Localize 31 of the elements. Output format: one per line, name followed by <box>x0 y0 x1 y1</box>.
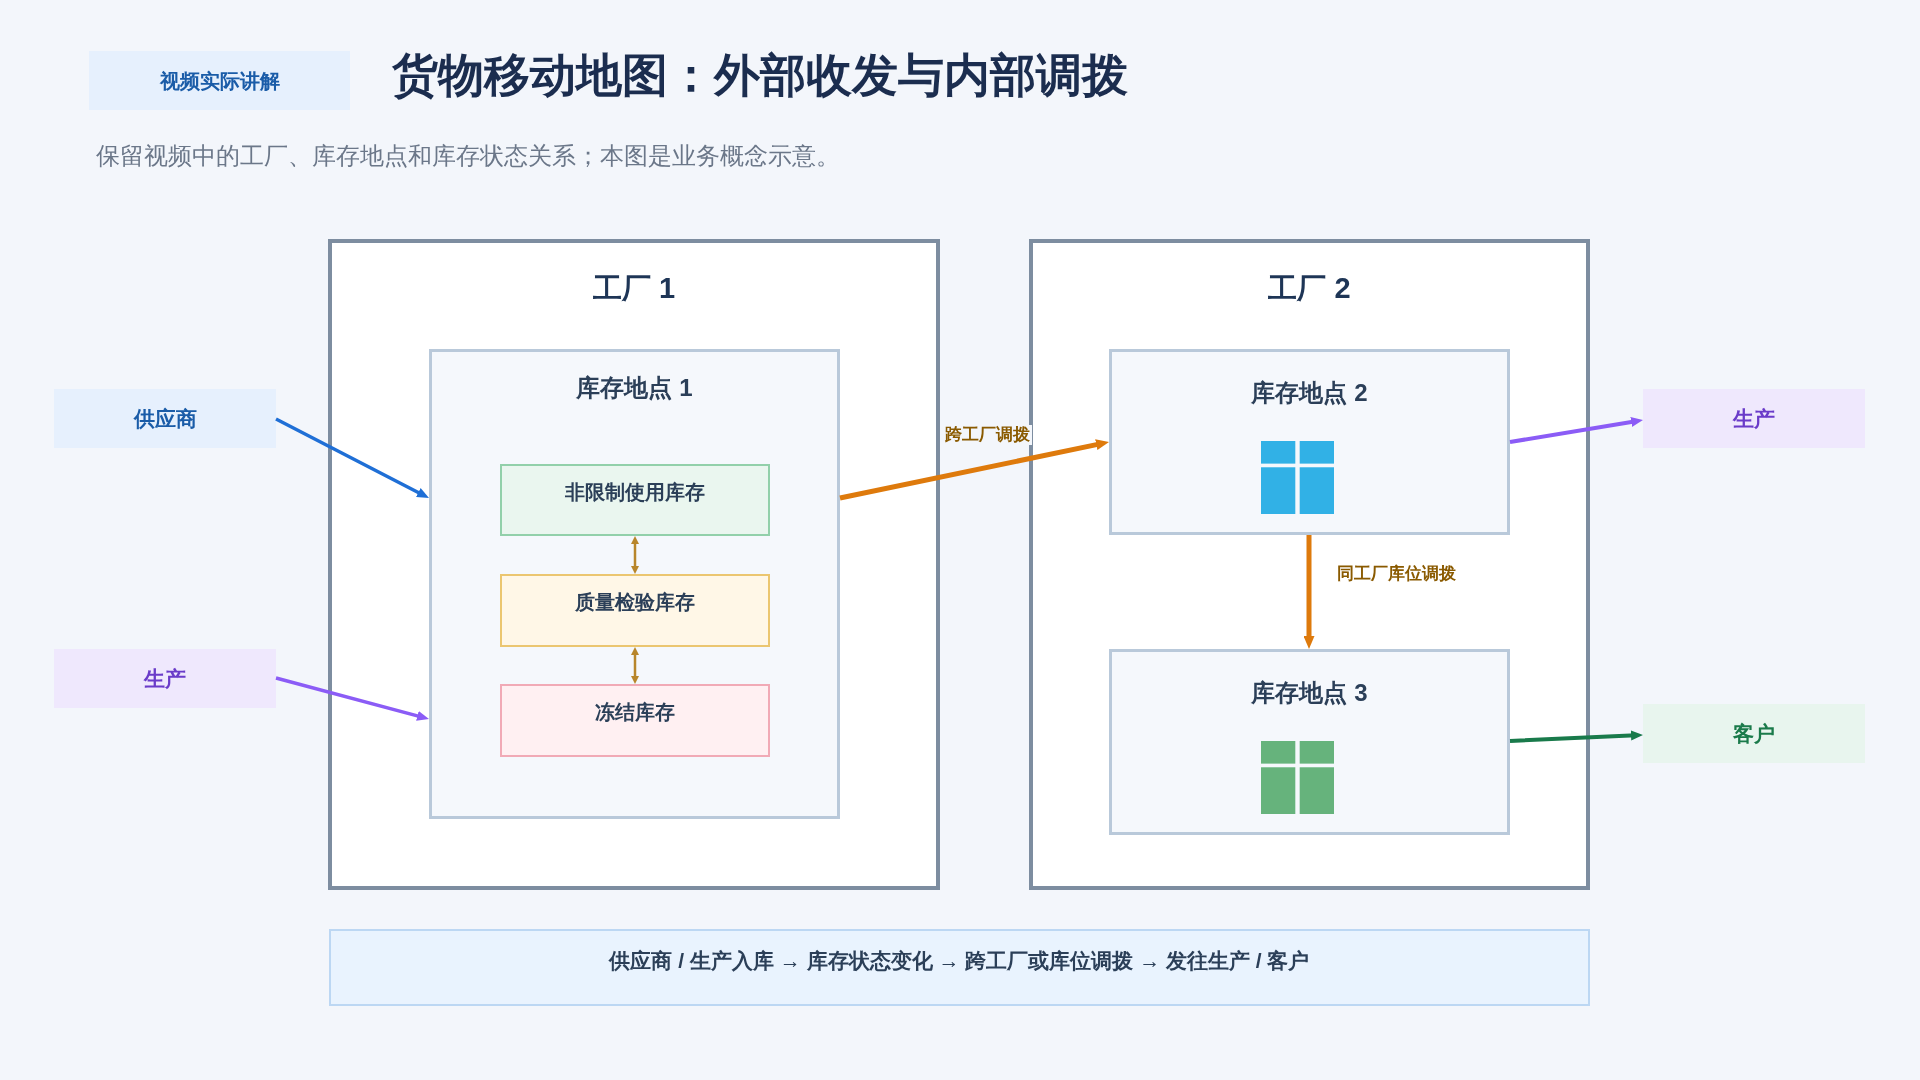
arrow <box>1303 535 1315 649</box>
source-box: 供应商 <box>54 389 276 448</box>
storage-location-box <box>1109 349 1510 535</box>
title: 货物移动地图：外部收发与内部调拨 <box>392 48 1128 103</box>
arrow <box>275 417 430 500</box>
arrow <box>275 676 430 721</box>
heading: 库存地点 1 <box>575 374 694 403</box>
storage-location-box <box>1109 649 1510 835</box>
heading: 工厂 2 <box>1267 271 1352 306</box>
target-box: 客户 <box>1643 704 1865 763</box>
double-arrow <box>631 536 639 574</box>
edge-label: 同工厂库位调拨 <box>1335 564 1458 585</box>
stock-status-box: 非限制使用库存 <box>500 464 770 536</box>
heading: 库存地点 2 <box>1250 379 1369 408</box>
storage-location-box <box>429 349 840 819</box>
arrow <box>1509 730 1644 743</box>
heading: 工厂 1 <box>591 271 677 306</box>
edge-label: 跨工厂调拨 <box>943 425 1032 445</box>
target-box: 生产 <box>1643 389 1865 448</box>
stock-status-box: 冻结库存 <box>500 684 770 757</box>
plant-frame <box>1029 239 1590 890</box>
arrow <box>1509 417 1644 444</box>
source-box: 生产 <box>54 649 276 708</box>
plant-frame <box>328 239 940 890</box>
arrow <box>839 439 1110 501</box>
subtitle: 保留视频中的工厂、库存地点和库存状态关系；本图是业务概念示意。 <box>96 142 840 171</box>
stock-status-box: 质量检验库存 <box>500 574 770 647</box>
summary-banner: 供应商 / 生产入库 → 库存状态变化 → 跨工厂或库位调拨 → 发往生产 / 客户 <box>329 929 1590 1006</box>
heading: 库存地点 3 <box>1250 679 1369 708</box>
tag-badge: 视频实际讲解 <box>89 51 350 110</box>
double-arrow <box>631 647 639 684</box>
